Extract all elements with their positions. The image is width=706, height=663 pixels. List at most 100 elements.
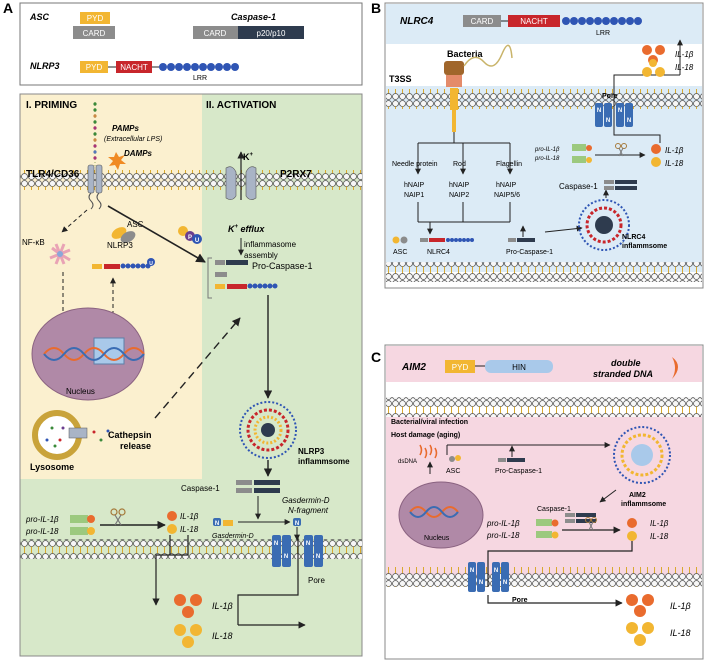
il-c-out-arrow [487, 595, 623, 607]
pro-il18-b-label: pro-IL-18 [534, 156, 560, 162]
asc-b-icon [392, 236, 408, 244]
il18-label: IL-18 [180, 525, 199, 534]
dsdna-header-label-2: stranded DNA [593, 369, 653, 379]
nlrp3-lrr-beads [159, 63, 239, 71]
pro-il1b-label: pro-IL-1β [25, 515, 59, 524]
nlrp3-pyd-label: PYD [86, 63, 103, 72]
procasp-b-label: Pro-Caspase-1 [506, 249, 553, 256]
nlrp3-lrr-label: LRR [193, 75, 207, 82]
naip56-label-a: hNAIP [496, 182, 517, 189]
nlrp3-inflammasome-label-1: NLRP3 [298, 447, 325, 456]
phospho-ubiquitin-icon [178, 226, 202, 244]
nlrc4-title: NLRC4 [400, 16, 434, 27]
asc-card-domain [73, 26, 115, 39]
inflammasome-assembly-line2: assembly [244, 251, 278, 260]
procaspase-complex [207, 257, 278, 299]
aim2-inflammasome-label-2: inflammsome [621, 501, 666, 508]
pore-b-n1: N [597, 108, 601, 114]
asc-pyd-domain [80, 12, 110, 24]
pore-c-label: Pore [512, 597, 528, 604]
released-il1b-label: IL-1β [212, 601, 233, 611]
caspase1-b-label: Caspase-1 [559, 182, 598, 191]
nlrc4-card-label: CARD [471, 17, 494, 26]
pro-il-c-icons [536, 519, 559, 539]
nlrc4-inflammasome-icon [578, 199, 630, 251]
panel-c-letter: C [371, 349, 381, 365]
released-il18-b-label: IL-18 [675, 63, 694, 72]
gsdmd-n-letter: N [215, 521, 219, 527]
scissors-b-icon [615, 143, 627, 157]
nlrc4-lrr-beads [562, 17, 642, 25]
aim2-pyd-domain [445, 360, 475, 373]
ubiquitin-u: U [149, 261, 153, 267]
nlrc4-lrr-label: LRR [596, 30, 610, 37]
pore-c-n3: N [494, 568, 498, 574]
aim2-title: AIM2 [401, 362, 426, 373]
bacteria-label: Bacteria [447, 49, 484, 59]
legend-box [19, 2, 363, 86]
legend-asc-label: ASC [29, 12, 50, 22]
asc-card-label: CARD [83, 29, 106, 38]
il18-c-ball [627, 531, 637, 541]
legend-nlrp3-label: NLRP3 [30, 61, 60, 71]
asc-label: ASC [127, 220, 144, 229]
legend-caspase1-label: Caspase-1 [231, 12, 276, 22]
needle-label: Needle protein [392, 161, 438, 168]
pore-b-n3: N [618, 108, 622, 114]
cathepsin-arrow [154, 317, 241, 419]
p2rx7-label: P2RX7 [280, 169, 312, 180]
naip2-label-a: hNAIP [449, 182, 470, 189]
pro-il-b-icons [572, 144, 592, 163]
il18-b-label: IL-18 [665, 159, 684, 168]
nucleus-c-label: Nucleus [424, 535, 450, 542]
il18-b-ball [651, 157, 661, 167]
tlr-to-complex-arrow [107, 205, 206, 263]
gene-box [93, 337, 125, 365]
pore-c-n4: N [503, 580, 507, 586]
kefflux-label: K+ efflux [228, 224, 265, 234]
cell-membrane-top [20, 170, 362, 190]
aim2-hin-domain [485, 360, 553, 373]
pore-n-1: N [274, 541, 278, 547]
dna-helix-icon-strand [43, 347, 145, 361]
panel-c: C AIM2 PYD HIN double stranded DNA Bacte… [371, 344, 704, 660]
ubiquitin-u2: U [195, 238, 199, 244]
pore-c-n2: N [479, 580, 483, 586]
gsdmd-nfrag-label-2: N-fragment [288, 506, 329, 515]
released-il18-balls [174, 624, 202, 648]
aim2-inflammasome-label-1: AIM2 [629, 492, 646, 499]
asc-b-label: ASC [393, 249, 407, 256]
il1b-c-label: IL-1β [650, 519, 669, 528]
caspase1-b-icon [604, 180, 637, 190]
il18-c-label: IL-18 [650, 532, 669, 541]
flagellin-label: Flagellin [496, 161, 522, 168]
nlrp3-mol-pyd [92, 264, 102, 269]
casp1-p20p10-domain [238, 26, 304, 39]
released-il18-c-balls [626, 622, 654, 646]
gsdmd-label: Gasdermin-D [212, 533, 254, 540]
dsdna-header-icon [672, 357, 678, 379]
bacteria-icon [444, 44, 513, 87]
nucleus-c-shape [398, 481, 484, 549]
pore-n-4: N [316, 554, 320, 560]
t3ss-label: T3SS [389, 74, 412, 84]
panel-b-membrane-top [386, 89, 702, 109]
host-damage-label: Host damage (aging) [391, 432, 460, 439]
nlrc4-mol-label: NLRC4 [427, 249, 450, 256]
nlrp3-inflammasome-label-2: inflammsome [298, 457, 350, 466]
pore-c-icon [468, 562, 509, 592]
pore-b-icon [595, 103, 633, 127]
dna-helix-c-strand [409, 506, 459, 518]
naip56-label-b: NAIP5/6 [494, 192, 520, 199]
asc-c-icon [449, 455, 461, 462]
bacterial-viral-label: Bacterial/viral infection [391, 419, 468, 426]
nlrp3-pyd-domain [80, 61, 108, 73]
dsdna-fragments-icon [419, 444, 438, 459]
panel-b-membrane-bottom [386, 262, 702, 282]
nlrp3-inflammasome-icon [239, 401, 297, 459]
il-c-route-line [487, 541, 633, 587]
pore-c-n1: N [470, 568, 474, 574]
released-il1b-b-label: IL-1β [675, 50, 694, 59]
pamps-sub-label: (Extracellular LPS) [104, 136, 162, 143]
